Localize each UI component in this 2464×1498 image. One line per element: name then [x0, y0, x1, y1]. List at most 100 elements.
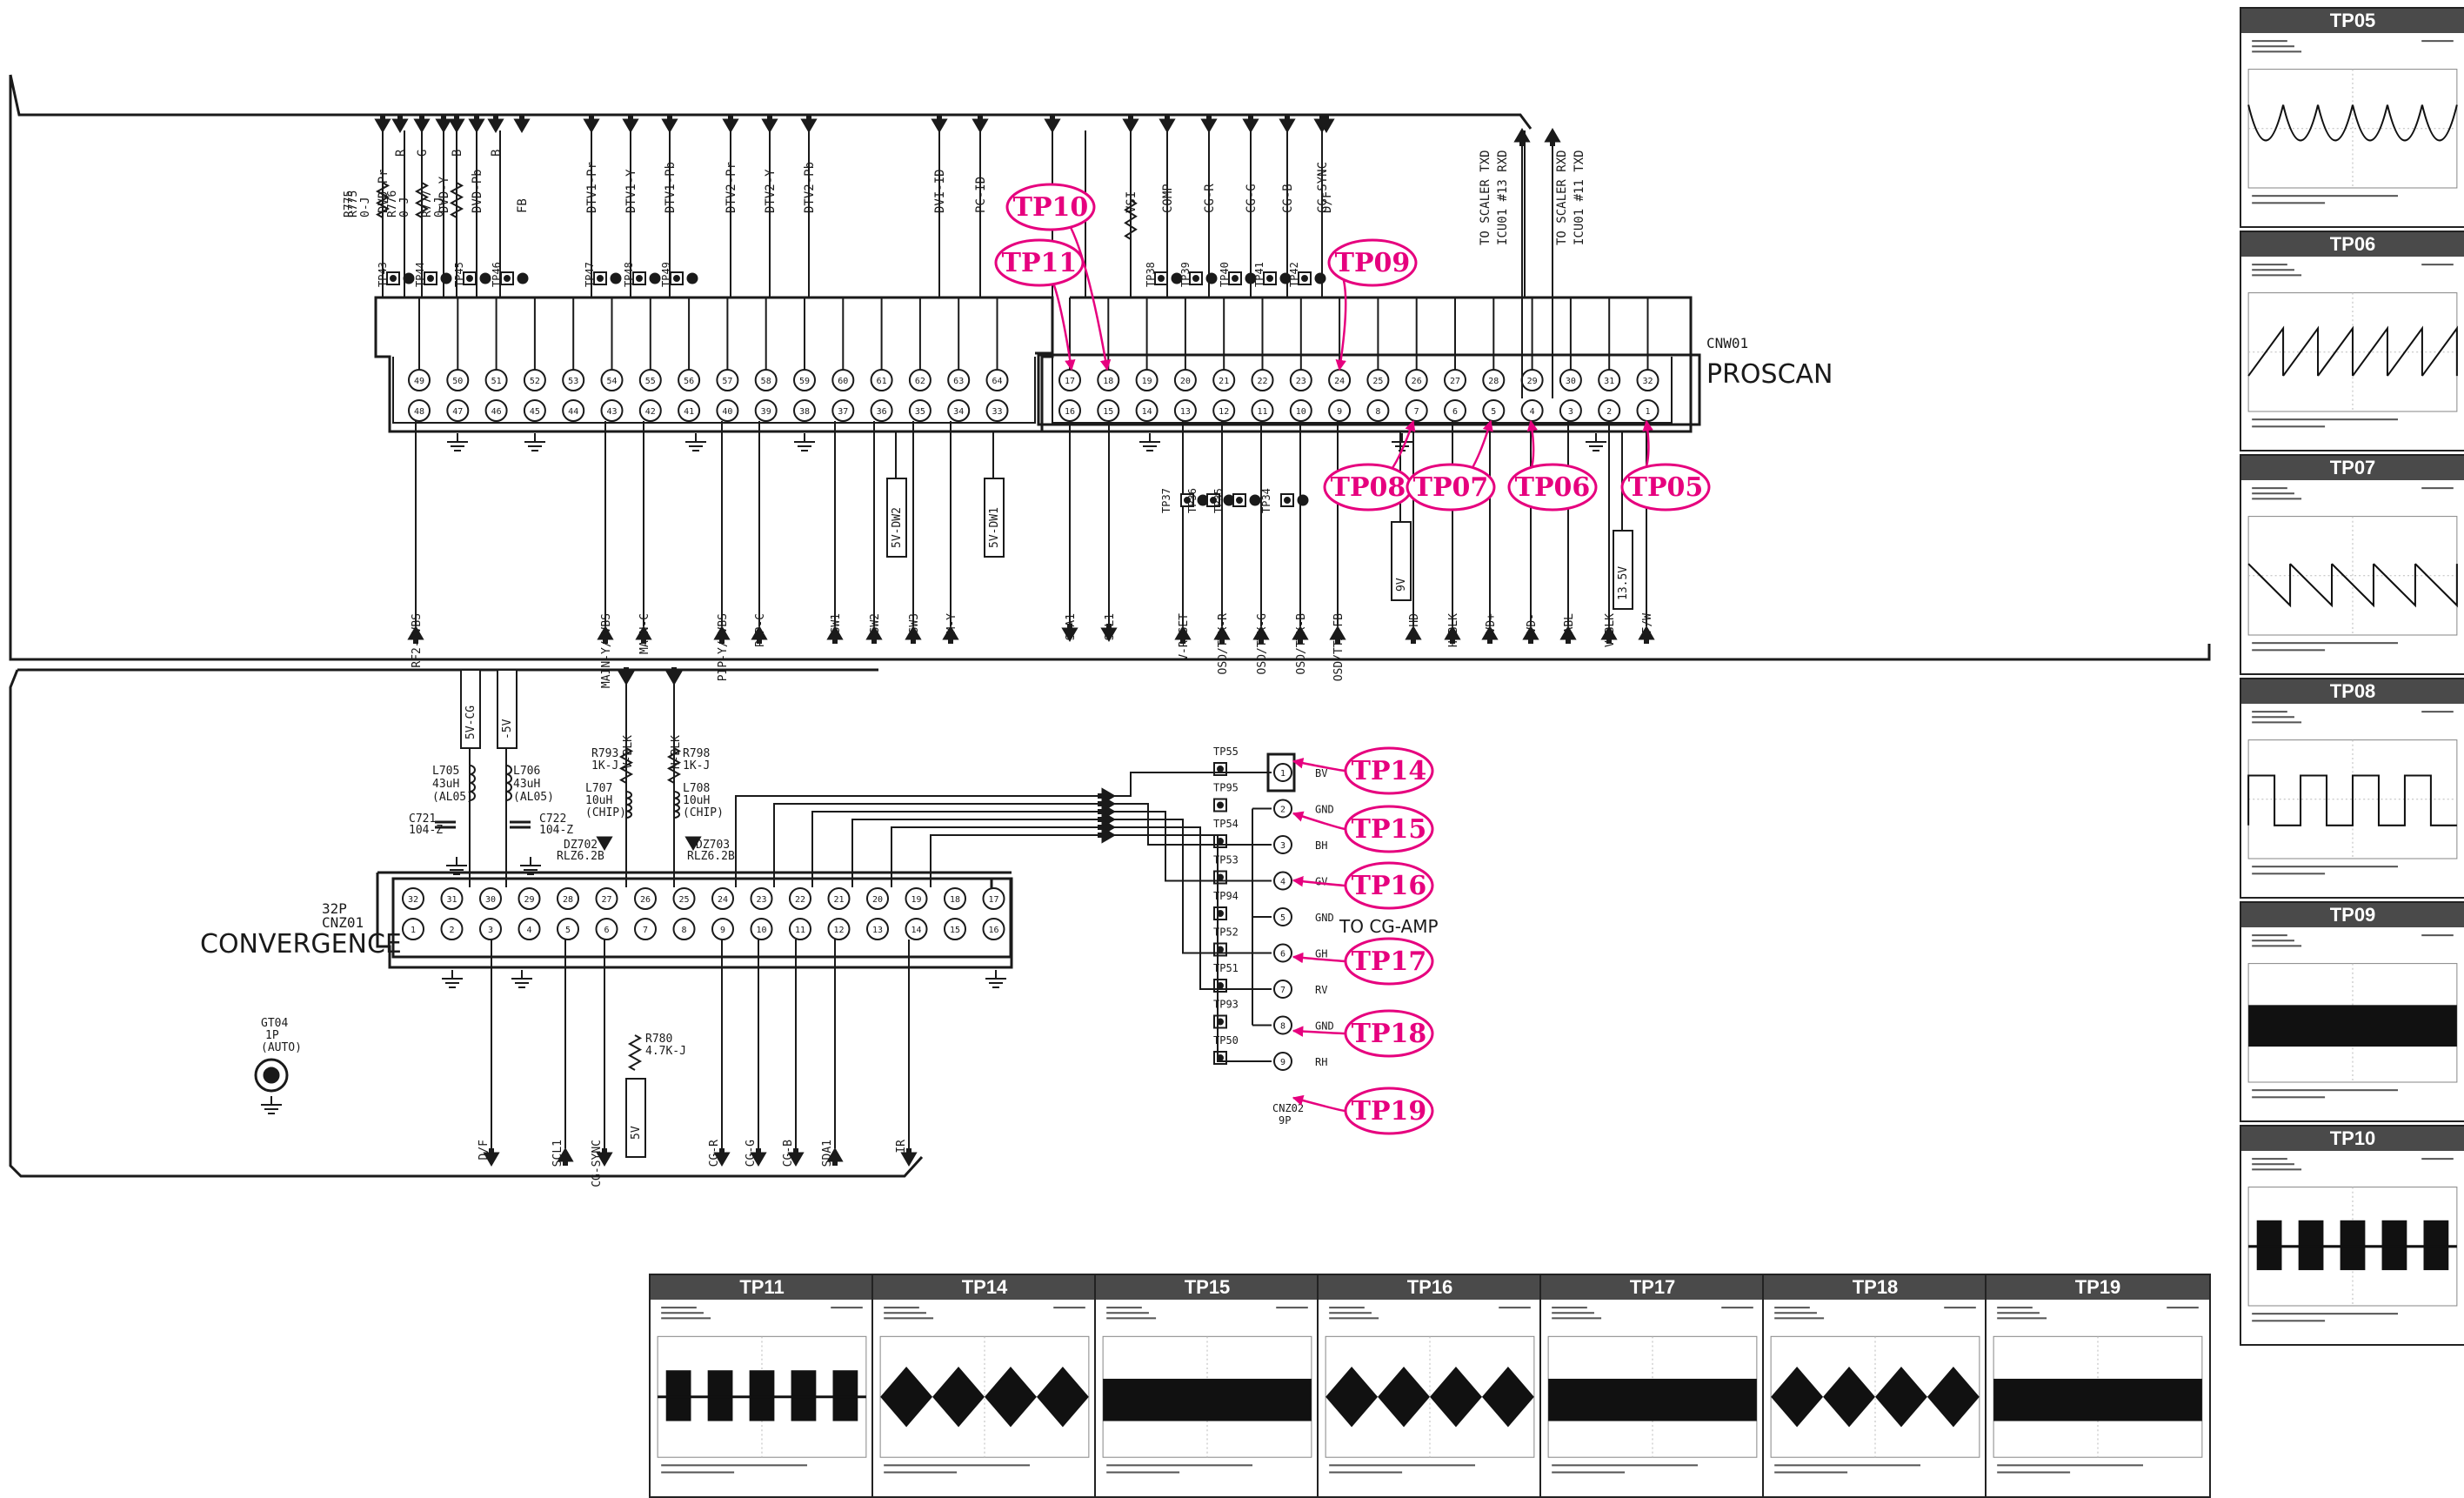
testpoint-dot: [1301, 275, 1308, 282]
signal-label: OSD/TTX-B: [1295, 613, 1308, 675]
callout-label: TP06: [1515, 472, 1591, 503]
pin-number: 19: [1142, 377, 1152, 386]
connector-pin: [672, 887, 696, 910]
pin-number: 37: [838, 407, 848, 417]
pin-number: 59: [799, 377, 810, 386]
arrow-right: [1101, 826, 1116, 844]
junction-dot: [1314, 272, 1326, 284]
inductor-value: 43uH: [432, 778, 459, 791]
resistor-ref: R777: [421, 191, 434, 217]
pin-number: 4: [1280, 878, 1285, 887]
connector-pin: [905, 918, 928, 940]
pin-number: 48: [414, 407, 424, 417]
cap-ref: C721: [409, 813, 436, 826]
pin-number: 7: [1414, 407, 1419, 417]
pin-number: 28: [563, 895, 573, 905]
inductor-ref: L705: [432, 765, 459, 778]
callout-bubble: [1344, 937, 1434, 986]
scope-readout-mark: [831, 1307, 863, 1309]
scope-plot: [2247, 1158, 2458, 1322]
scope-readout-mark: [1329, 1464, 1476, 1467]
scope-trace: [1378, 1367, 1430, 1428]
arrow-down: [448, 118, 465, 133]
arrow-down: [1159, 118, 1176, 133]
signal-label: MAIN-C: [638, 613, 651, 654]
signal-label: DTV2-Pr: [725, 162, 738, 213]
connector-pin: [1251, 399, 1274, 422]
scope-grid: [2247, 963, 2458, 1083]
scope-readout-mark: [1774, 1471, 1848, 1474]
scope-title: TP17: [1541, 1275, 1764, 1300]
scope-readout-mark: [2252, 1163, 2294, 1166]
callout-label: TP16: [1352, 871, 1427, 901]
scope-readout-mark: [1552, 1312, 1594, 1314]
callout-label: TP09: [1335, 248, 1411, 278]
testpoint-dot: [466, 275, 473, 282]
scope-capture: TP10: [2240, 1125, 2464, 1346]
connector-pin: [754, 399, 778, 422]
resistor-ref: R775: [343, 191, 356, 217]
signal-label: ICU01 #11 TXD: [1573, 150, 1586, 245]
scope-capture: TP19: [1985, 1274, 2211, 1498]
cg-signal: BH: [1315, 839, 1327, 852]
connector-pin: [866, 918, 889, 940]
proscan-ref: CNW01: [1706, 335, 1748, 351]
connector-pin: [944, 918, 966, 940]
scope-title: TP06: [2241, 232, 2464, 257]
connector-pin: [985, 399, 1009, 422]
testpoint-label: TP93: [1213, 999, 1239, 1011]
signal-label: H-BLK: [670, 735, 683, 769]
callout-bubble: [1344, 1009, 1434, 1058]
pin-number: 17: [988, 895, 998, 905]
arrow-down: [391, 118, 409, 133]
callout-bubble: [1344, 805, 1434, 853]
signal-label: V-RESET: [1178, 613, 1191, 661]
signal-label: CG-R: [708, 1140, 721, 1167]
connector-pin: [789, 887, 811, 910]
connector-pin: [402, 887, 424, 910]
junction-dot: [479, 272, 491, 284]
bus-wire: [1113, 826, 1272, 990]
scope-readout-mark: [1552, 1471, 1626, 1474]
connector-pin: [866, 887, 889, 910]
diode-value: RLZ6.2B: [687, 850, 735, 863]
scope-readout-mark: [1276, 1307, 1308, 1309]
scope-readout-mark: [2252, 940, 2294, 942]
scope-readout-mark: [661, 1307, 697, 1309]
connector-pin: [1366, 399, 1390, 422]
callout-label: TP07: [1413, 472, 1489, 503]
signal-label: ABL: [1563, 613, 1576, 634]
scope-trace: [1926, 1367, 1980, 1428]
resistor-ref: R798: [683, 747, 710, 760]
pin-number: 3: [1568, 407, 1573, 417]
pin-number: 11: [1257, 407, 1267, 417]
cg-signal: GND: [1315, 1020, 1334, 1033]
scope-readout-mark: [2252, 934, 2287, 937]
cap-value: 104-Z: [539, 824, 573, 837]
testpoint-dot: [1217, 982, 1224, 989]
pin-number: 27: [1450, 377, 1460, 386]
convergence-pins: 32P: [322, 900, 347, 917]
inductor-ref: L708: [683, 782, 710, 795]
scope-readout-mark: [2252, 418, 2399, 421]
inductor-pkg: (AL05): [513, 791, 554, 804]
scope-readout-mark: [1329, 1312, 1372, 1314]
pin-number: 17: [1065, 377, 1075, 386]
testpoint-dot: [1284, 497, 1291, 504]
connector-pin: [827, 887, 851, 910]
cg-signal: GND: [1315, 912, 1334, 924]
scope-readout-mark: [2252, 274, 2302, 277]
signal-label: PIP-C: [754, 613, 767, 647]
resistor-value: 0-J: [398, 197, 411, 217]
supply-label: 5V-CG: [464, 706, 477, 739]
connector-pin: [440, 887, 464, 910]
testpoint-dot: [1217, 910, 1224, 917]
connector-pin: [562, 399, 585, 422]
testpoint-label: TP51: [1213, 962, 1239, 974]
signal-label: CG-SYNC: [591, 1140, 604, 1187]
testpoint-dot: [1236, 497, 1243, 504]
scope-readout-mark: [2252, 269, 2294, 271]
pin-number: 1: [411, 926, 416, 935]
pin-number: 35: [915, 407, 925, 417]
pin-number: 2: [1280, 806, 1285, 815]
